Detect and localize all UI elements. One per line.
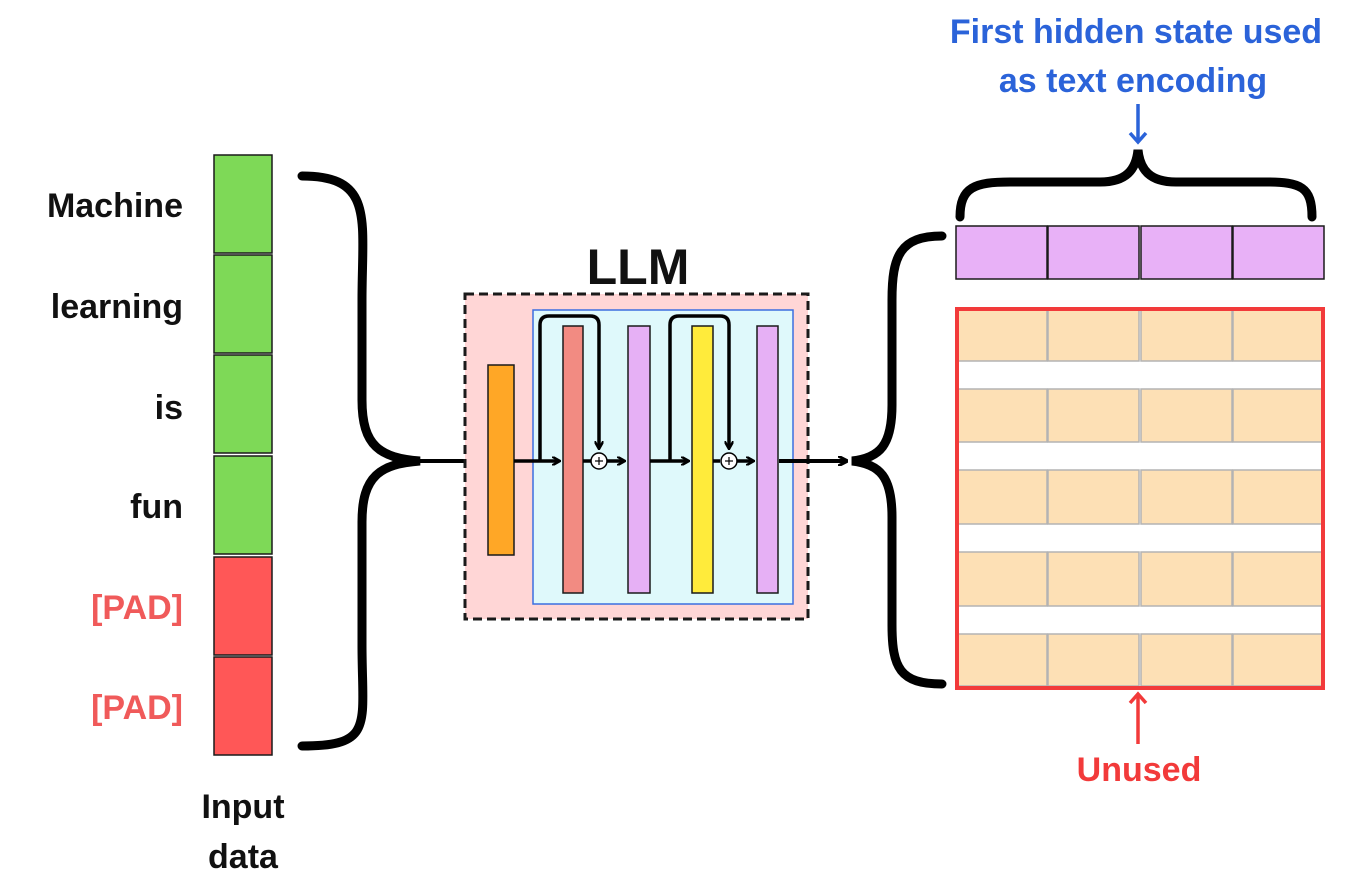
input-token-column xyxy=(213,154,273,756)
output-curly-brace xyxy=(851,231,947,689)
residual-add-2 xyxy=(720,452,738,470)
embedding-layer xyxy=(487,364,515,556)
input-caption-line2: data xyxy=(208,838,279,876)
feedforward-layer xyxy=(691,325,714,594)
encoding-label-line1: First hidden state used xyxy=(950,13,1322,51)
token-cell-fun xyxy=(213,455,273,555)
input-caption-line1: Input xyxy=(201,788,284,826)
token-cell-machine xyxy=(213,154,273,254)
norm-layer-2 xyxy=(756,325,779,594)
llm-label: LLM xyxy=(587,239,690,295)
unused-arrow xyxy=(1128,691,1148,744)
token-cell-learning xyxy=(213,254,273,354)
token-cell-pad-2 xyxy=(213,656,273,756)
encoding-arrow xyxy=(1128,104,1148,145)
attention-layer xyxy=(562,325,584,594)
token-label-fun: fun xyxy=(130,488,183,526)
token-cell-pad-1 xyxy=(213,556,273,656)
norm-layer-1 xyxy=(627,325,651,594)
unused-hidden-states xyxy=(957,309,1323,687)
unused-border xyxy=(955,307,1325,690)
residual-add-1 xyxy=(590,452,608,470)
residual-connection-2 xyxy=(668,314,729,461)
first-hidden-state-row xyxy=(955,225,1325,280)
llm-flow-arrows xyxy=(514,314,753,461)
unused-label: Unused xyxy=(1077,751,1202,789)
encoding-label-line2: as text encoding xyxy=(999,62,1267,100)
token-label-machine: Machine xyxy=(47,187,183,225)
token-label-is: is xyxy=(155,389,183,427)
token-labels: Machine learning is fun [PAD] [PAD] xyxy=(47,187,183,727)
input-curly-brace xyxy=(297,171,421,751)
token-label-learning: learning xyxy=(51,288,183,326)
encoding-curly-brace xyxy=(955,149,1317,222)
token-cell-is xyxy=(213,354,273,454)
token-label-pad-1: [PAD] xyxy=(91,589,183,627)
residual-connection-1 xyxy=(538,314,599,461)
token-label-pad-2: [PAD] xyxy=(91,689,183,727)
